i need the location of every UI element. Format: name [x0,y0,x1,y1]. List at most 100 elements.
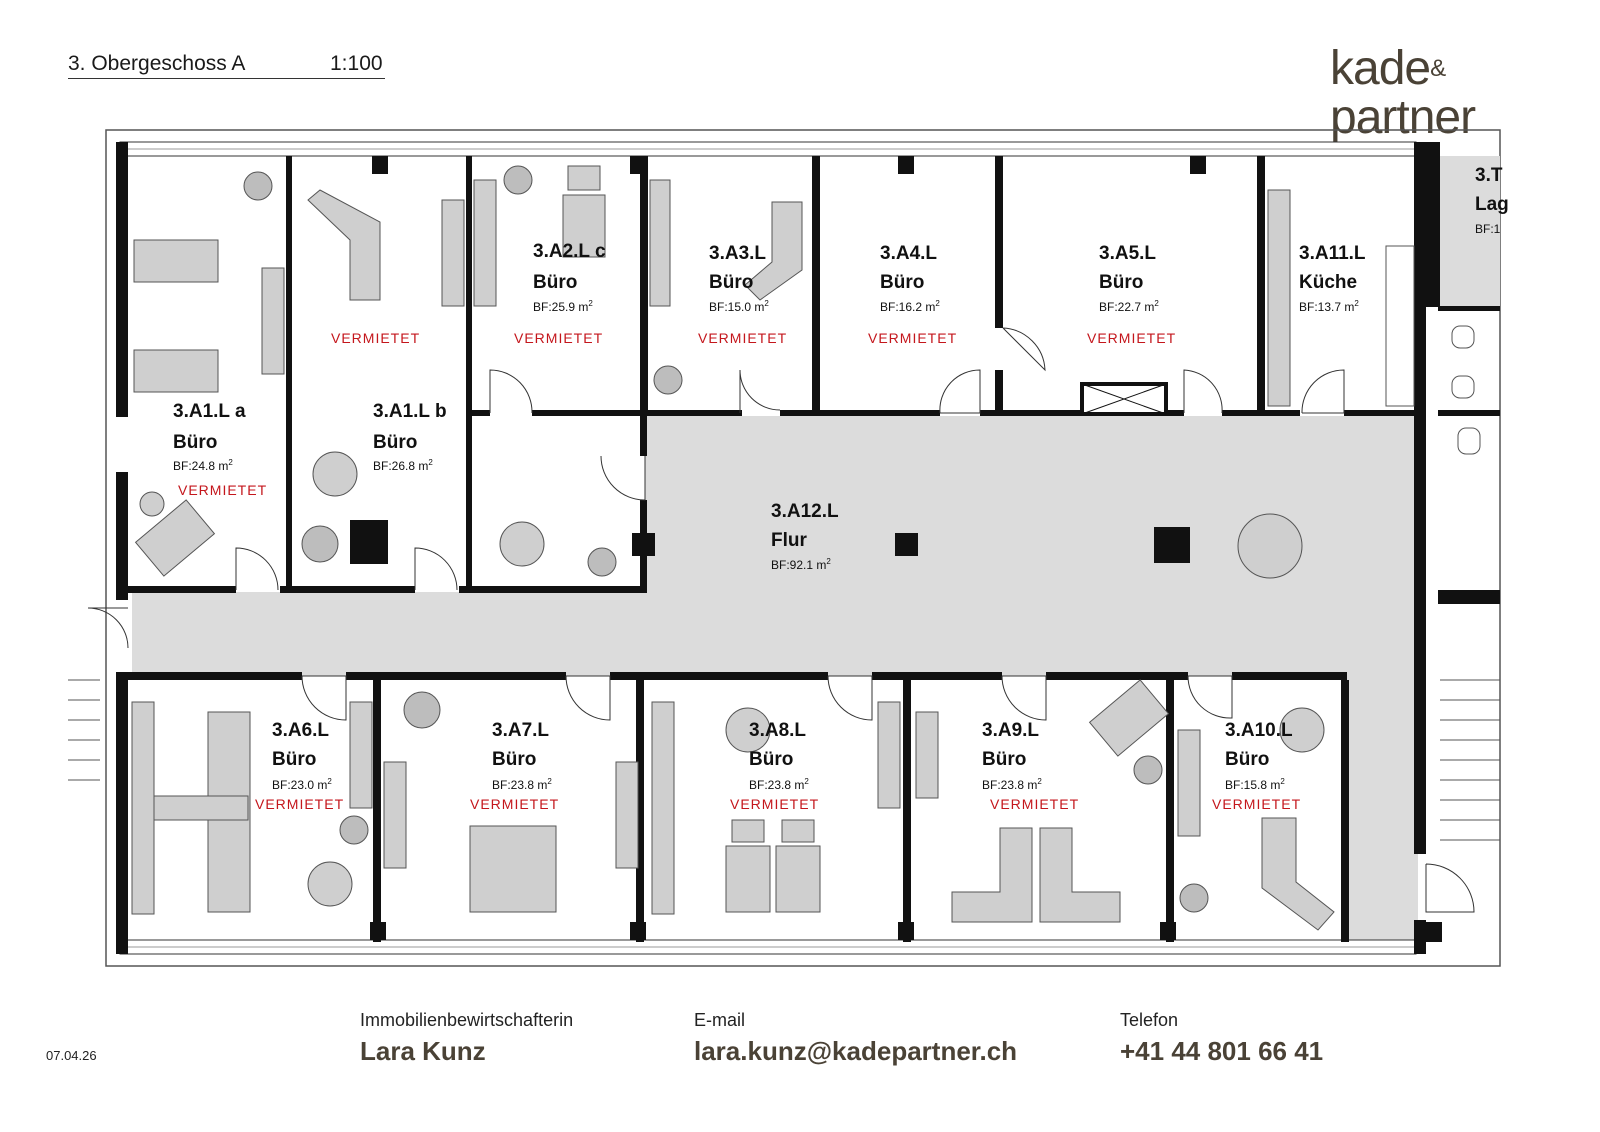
room-id: 3.A6.L [272,720,329,741]
svg-text:BF:23.8 m2: BF:23.8 m2 [492,777,552,792]
room-area: BF:1 [1475,222,1501,236]
kitchen-counter [1385,245,1415,407]
rented-status: VERMIETET [470,796,559,812]
phone-number[interactable]: +41 44 801 66 41 [1120,1036,1324,1066]
area-unit-sup: 2 [1354,299,1359,308]
room-3-A2-L-c: 3.A2.L c Büro BF:25.9 m2 VERMIETET [514,241,606,346]
room-3-A7-L: 3.A7.L Büro BF:23.8 m2 VERMIETET [470,720,559,812]
area-unit-sup: 2 [764,299,769,308]
wc-toilet-1 [1451,325,1475,349]
room-3-A8-L: 3.A8.L Büro BF:23.8 m2 VERMIETET [730,720,819,812]
svg-text:BF:23.0 m2: BF:23.0 m2 [272,777,332,792]
room-area: BF:92.1 m [771,558,826,572]
phone-label: Telefon [1120,1010,1179,1030]
room-3-A9-L: 3.A9.L Büro BF:23.8 m2 VERMIETET [982,720,1079,812]
email-link[interactable]: lara.kunz@kadepartner.ch [694,1036,1018,1066]
room-id: 3.A3.L [709,243,766,264]
manager-label: Immobilienbewirtschafterin [360,1010,574,1030]
rented-status: VERMIETET [255,796,344,812]
header-underline [68,78,385,79]
room-type: Büro [982,749,1026,770]
rented-status: VERMIETET [990,796,1079,812]
area-unit-sup: 2 [1280,777,1285,786]
room-3-T: 3.T Lag BF:1 [1475,165,1509,236]
room-type: Büro [373,432,417,453]
room-3-A10-L: 3.A10.L Büro BF:15.8 m2 VERMIETET [1212,720,1301,812]
room-area: BF:15.0 m [709,300,764,314]
area-unit-sup: 2 [1037,777,1042,786]
rented-status: VERMIETET [1087,330,1176,346]
storage-room [1440,156,1500,306]
room-type: Büro [880,272,924,293]
room-3-A1-L-a: 3.A1.L a Büro BF:24.8 m2 VERMIETET [173,401,267,498]
room-id: 3.A12.L [771,501,839,522]
manager-name: Lara Kunz [360,1036,486,1066]
room-area: BF:23.8 m [749,778,804,792]
corridor-floor [132,416,1418,942]
room-id: 3.A10.L [1225,720,1293,741]
room-id: 3.A7.L [492,720,549,741]
area-unit-sup: 2 [826,557,831,566]
room-type: Lag [1475,194,1509,215]
floor-plan: 3.A1.L a Büro BF:24.8 m2 VERMIETET 3.A1.… [68,129,1509,967]
room-id: 3.A4.L [880,243,937,264]
svg-text:BF:16.2 m2: BF:16.2 m2 [880,299,940,314]
logo-line2: partner [1330,91,1476,144]
room-type: Flur [771,530,807,551]
building-outline [105,129,1501,967]
room-id: 3.A1.L a [173,401,246,422]
room-area: BF:24.8 m [173,459,228,473]
room-id: 3.A2.L c [533,241,606,262]
svg-text:BF:24.8 m2: BF:24.8 m2 [173,458,233,473]
room-type: Büro [749,749,793,770]
svg-text:BF:15.8 m2: BF:15.8 m2 [1225,777,1285,792]
svg-text:BF:15.0 m2: BF:15.0 m2 [709,299,769,314]
wc-toilet-2 [1451,375,1475,399]
stairs [68,679,1500,841]
area-unit-sup: 2 [1154,299,1159,308]
walls [116,142,1500,954]
svg-text:BF:23.8 m2: BF:23.8 m2 [749,777,809,792]
room-id: 3.A9.L [982,720,1039,741]
area-unit-sup: 2 [228,458,233,467]
rented-status: VERMIETET [868,330,957,346]
rented-status: VERMIETET [514,330,603,346]
area-unit-sup: 2 [327,777,332,786]
rented-status: VERMIETET [730,796,819,812]
rented-status: VERMIETET [331,330,420,346]
room-type: Büro [1099,272,1143,293]
room-type: Büro [709,272,753,293]
svg-text:BF:26.8 m2: BF:26.8 m2 [373,458,433,473]
area-unit-sup: 2 [935,299,940,308]
room-area: BF:23.8 m [492,778,547,792]
rented-status: VERMIETET [178,482,267,498]
rented-status: VERMIETET [1212,796,1301,812]
logo-amp: & [1430,55,1447,82]
kade-partner-logo: kade& partner [1330,45,1476,144]
room-area: BF:23.0 m [272,778,327,792]
room-id: 3.A1.L b [373,401,447,422]
room-type: Büro [1225,749,1269,770]
logo-line1: kade [1330,42,1431,95]
room-area: BF:15.8 m [1225,778,1280,792]
svg-text:BF:13.7 m2: BF:13.7 m2 [1299,299,1359,314]
room-area: BF:25.9 m [533,300,588,314]
room-type: Büro [492,749,536,770]
room-3-A3-L: 3.A3.L Büro BF:15.0 m2 VERMIETET [698,243,786,346]
room-3-A5-L: 3.A5.L Büro BF:22.7 m2 VERMIETET [1087,243,1176,346]
svg-text:BF:22.7 m2: BF:22.7 m2 [1099,299,1159,314]
room-3-A4-L: 3.A4.L Büro BF:16.2 m2 VERMIETET [868,243,957,346]
room-area: BF:22.7 m [1099,300,1154,314]
floor-title: 3. Obergeschoss A [68,52,246,75]
room-id: 3.A8.L [749,720,806,741]
area-unit-sup: 2 [547,777,552,786]
svg-text:BF:23.8 m2: BF:23.8 m2 [982,777,1042,792]
furniture [131,165,1335,931]
svg-text:BF:25.9 m2: BF:25.9 m2 [533,299,593,314]
room-type: Büro [533,272,577,293]
wc-toilet-3 [1457,427,1481,455]
room-id: 3.A5.L [1099,243,1156,264]
area-unit-sup: 2 [428,458,433,467]
room-id: 3.T [1475,165,1503,186]
room-area: BF:13.7 m [1299,300,1354,314]
